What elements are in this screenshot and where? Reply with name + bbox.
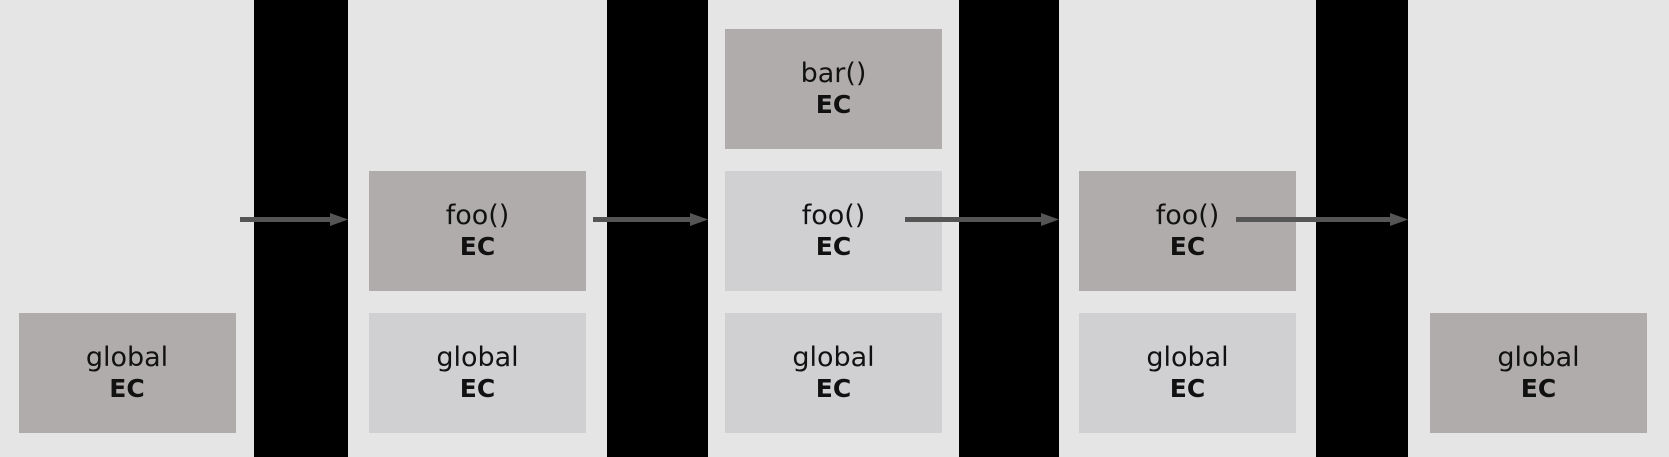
frame-function-label: foo() <box>801 200 866 232</box>
frame-function-label: global <box>792 342 875 374</box>
stack-panel-1: global EC <box>0 0 254 457</box>
frame-ec-label: EC <box>815 90 852 120</box>
stack-panel-3: global EC foo() EC bar() EC <box>708 0 959 457</box>
frame-function-label: bar() <box>800 58 867 90</box>
frame-ec-label: EC <box>1169 374 1206 404</box>
stack-panel-4: global EC foo() EC <box>1059 0 1316 457</box>
stack-column-4: global EC foo() EC <box>1059 171 1316 433</box>
frame-function-label: global <box>1146 342 1229 374</box>
stack-panel-2: global EC foo() EC <box>348 0 607 457</box>
arrow-2-icon <box>593 213 708 226</box>
stack-column-1: global EC <box>0 313 254 433</box>
stack-frame-foo: foo() EC <box>1079 171 1296 291</box>
frame-ec-label: EC <box>109 374 145 404</box>
stack-panel-5: global EC <box>1408 0 1669 457</box>
transition-gap-3 <box>905 0 1059 457</box>
arrow-1-icon <box>240 213 348 226</box>
stack-column-5: global EC <box>1408 313 1669 433</box>
frame-ec-label: EC <box>815 374 852 404</box>
stack-column-2: global EC foo() EC <box>348 171 607 433</box>
frame-ec-label: EC <box>1520 374 1557 404</box>
stack-frame-global: global EC <box>18 313 236 433</box>
frame-function-label: foo() <box>1155 200 1220 232</box>
frame-ec-label: EC <box>1169 232 1206 262</box>
frame-function-label: foo() <box>445 200 510 232</box>
stack-frame-foo: foo() EC <box>369 171 586 291</box>
stack-frame-global: global EC <box>1079 313 1296 433</box>
transition-gap-4 <box>1236 0 1408 457</box>
stack-frame-global: global EC <box>725 313 942 433</box>
frame-ec-label: EC <box>459 232 496 262</box>
frame-function-label: global <box>1497 342 1580 374</box>
stack-column-3: global EC foo() EC bar() EC <box>708 29 959 433</box>
frame-ec-label: EC <box>815 232 852 262</box>
stack-frame-foo: foo() EC <box>725 171 942 291</box>
stack-frame-global: global EC <box>1430 313 1647 433</box>
frame-ec-label: EC <box>459 374 496 404</box>
transition-gap-1 <box>240 0 348 457</box>
stack-frame-global: global EC <box>369 313 586 433</box>
frame-function-label: global <box>436 342 519 374</box>
transition-gap-2 <box>593 0 708 457</box>
stack-frame-bar: bar() EC <box>725 29 942 149</box>
frame-function-label: global <box>85 342 169 374</box>
